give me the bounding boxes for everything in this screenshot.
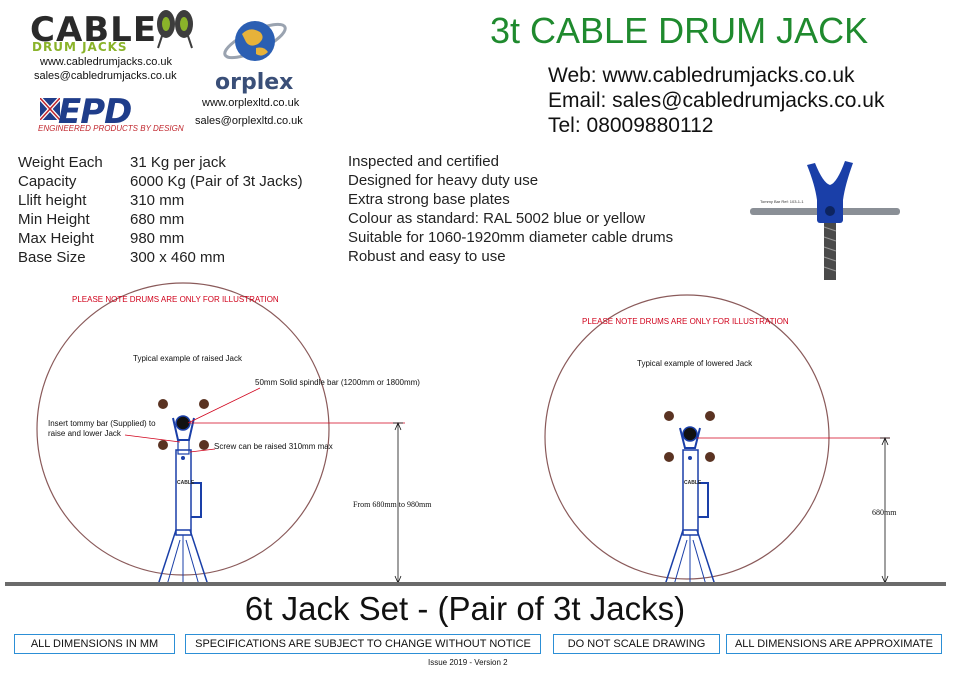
spec-value: 6000 Kg (Pair of 3t Jacks) — [130, 173, 303, 190]
left-drum-hole — [158, 399, 168, 409]
spindle-label: 50mm Solid spindle bar (1200mm or 1800mm… — [255, 378, 420, 387]
feature-item: Designed for heavy duty use — [348, 172, 539, 189]
spec-row: Capacity 6000 Kg (Pair of 3t Jacks) — [18, 173, 303, 190]
cable-drum-jacks-logo-sub: DRUM JACKS — [32, 40, 128, 54]
tommy-bar-photo — [750, 161, 900, 280]
orplex-website[interactable]: www.orplexltd.co.uk — [202, 97, 300, 109]
spec-value: 980 mm — [130, 230, 185, 247]
cable-website[interactable]: www.cabledrumjacks.co.uk — [40, 56, 173, 68]
issue-version: Issue 2019 - Version 2 — [428, 658, 508, 667]
notice-box: ALL DIMENSIONS ARE APPROXIMATE — [726, 634, 942, 654]
spec-row: Min Height 680 mm — [18, 211, 184, 228]
feature-item: Inspected and certified — [348, 153, 499, 170]
right-dimension: 680mm — [872, 508, 897, 517]
spec-label: Llift height — [18, 192, 87, 209]
spec-value: 31 Kg per jack — [130, 154, 226, 171]
left-drum-hole — [199, 399, 209, 409]
notice-box: ALL DIMENSIONS IN MM — [14, 634, 175, 654]
right-caption: Typical example of lowered Jack — [637, 359, 753, 368]
right-drum-hole — [705, 411, 715, 421]
spec-value: 680 mm — [130, 211, 185, 228]
ground-line — [5, 582, 946, 586]
feature-item: Suitable for 1060-1920mm diameter cable … — [348, 229, 674, 246]
epd-tagline: ENGINEERED PRODUCTS BY DESIGN — [38, 124, 184, 133]
spec-row: Llift height 310 mm — [18, 192, 184, 209]
cable-drum-jacks-logo: CABLE — [30, 10, 158, 50]
right-illustration-note: PLEASE NOTE DRUMS ARE ONLY FOR ILLUSTRAT… — [582, 317, 789, 326]
tommy-label-line2: raise and lower Jack — [48, 429, 121, 438]
left-dimension: From 680mm to 980mm — [353, 500, 432, 509]
tommy-bar-label: Tommy Bar Ref: 103-1-1 — [760, 199, 804, 204]
spec-label: Min Height — [18, 211, 90, 228]
right-drum-outline — [544, 294, 830, 580]
uk-flag-icon — [40, 98, 60, 120]
right-jack — [663, 426, 717, 586]
notice-box: SPECIFICATIONS ARE SUBJECT TO CHANGE WIT… — [185, 634, 541, 654]
feature-item: Colour as standard: RAL 5002 blue or yel… — [348, 210, 646, 227]
right-drum-hole — [705, 452, 715, 462]
contact-email[interactable]: Email: sales@cabledrumjacks.co.uk — [548, 89, 885, 112]
spec-label: Weight Each — [18, 154, 103, 171]
left-illustration-note: PLEASE NOTE DRUMS ARE ONLY FOR ILLUSTRAT… — [72, 295, 279, 304]
page-title: 3t CABLE DRUM JACK — [490, 10, 869, 51]
spec-value: 300 x 460 mm — [130, 249, 226, 266]
right-jack-logo: CABLE — [684, 480, 702, 486]
left-jack-logo: CABLE — [177, 480, 195, 486]
spec-label: Base Size — [18, 249, 86, 266]
feature-item: Robust and easy to use — [348, 248, 506, 265]
right-drum-hole — [664, 452, 674, 462]
orplex-globe-icon — [223, 21, 287, 61]
spec-row: Base Size 300 x 460 mm — [18, 249, 225, 266]
spec-value: 310 mm — [130, 192, 185, 209]
notice-box: DO NOT SCALE DRAWING — [553, 634, 720, 654]
jack-set-title: 6t Jack Set - (Pair of 3t Jacks) — [244, 590, 686, 627]
epd-logo: EPD — [58, 92, 132, 132]
drawing-area — [5, 282, 946, 586]
tommy-label-line1: Insert tommy bar (Supplied) to — [48, 419, 156, 428]
spec-row: Weight Each 31 Kg per jack — [18, 154, 226, 171]
spec-label: Capacity — [18, 173, 77, 190]
left-drum-hole — [158, 440, 168, 450]
right-drum-hole — [664, 411, 674, 421]
orplex-email[interactable]: sales@orplexltd.co.uk — [195, 115, 303, 127]
spec-label: Max Height — [18, 230, 94, 247]
feature-item: Extra strong base plates — [348, 191, 510, 208]
orplex-logo: orplex — [215, 70, 294, 95]
screw-label: Screw can be raised 310mm max — [214, 442, 333, 451]
cable-drum-logo-icon — [157, 10, 193, 49]
cable-email[interactable]: sales@cabledrumjacks.co.uk — [34, 70, 177, 82]
contact-tel[interactable]: Tel: 08009880112 — [548, 114, 714, 137]
left-caption: Typical example of raised Jack — [133, 354, 242, 363]
contact-web[interactable]: Web: www.cabledrumjacks.co.uk — [548, 64, 855, 87]
left-drum-hole — [199, 440, 209, 450]
spec-row: Max Height 980 mm — [18, 230, 184, 247]
